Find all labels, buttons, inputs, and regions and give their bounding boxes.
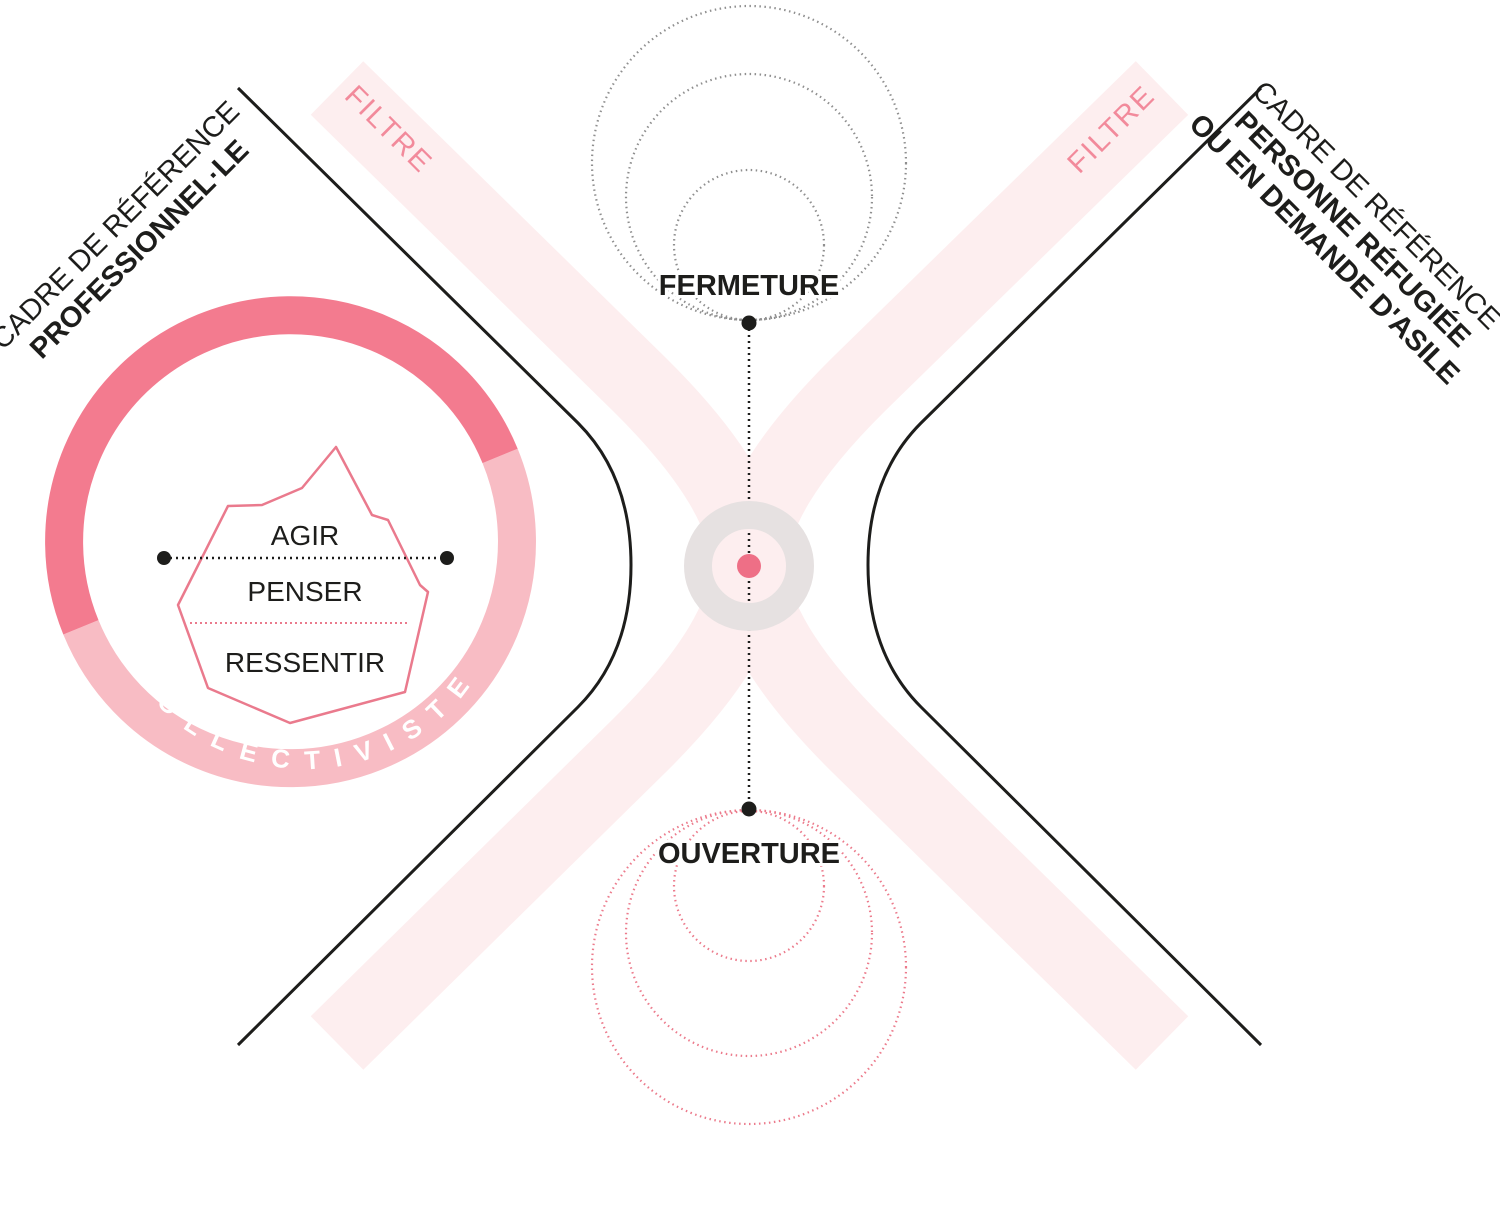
iceberg-level-think: PENSER bbox=[247, 576, 362, 607]
center-target-icon bbox=[684, 501, 814, 631]
opening-circle-small bbox=[672, 809, 826, 963]
iceberg-level-act: AGIR bbox=[271, 520, 339, 551]
center-dot bbox=[737, 554, 761, 578]
axis-label-closure: FERMETURE bbox=[659, 270, 839, 302]
iceberg: AGIR PENSER RESSENTIR bbox=[157, 445, 454, 725]
ring-segment-top bbox=[45, 296, 518, 635]
center-halo bbox=[684, 501, 814, 631]
opening-circles bbox=[590, 808, 908, 1126]
closure-circles bbox=[590, 4, 908, 322]
axis-end-top bbox=[741, 315, 757, 331]
axis-label-opening: OUVERTURE bbox=[658, 838, 840, 870]
iceberg-outline bbox=[176, 445, 430, 725]
closure-circle-large bbox=[590, 4, 908, 322]
right-frame-title-bold-1: PERSONNE RÉFUGIÉE bbox=[1228, 104, 1478, 354]
axis-end-bottom bbox=[741, 801, 757, 817]
water-line-end-left bbox=[157, 551, 171, 565]
opening-circle-large bbox=[590, 808, 908, 1126]
closure-circle-medium bbox=[624, 72, 874, 322]
ring-segment-bottom bbox=[63, 448, 536, 787]
right-frame-title: CADRE DE RÉFÉRENCE PERSONNE RÉFUGIÉE OU … bbox=[1183, 75, 1500, 391]
water-line-end-right bbox=[440, 551, 454, 565]
frame-line-right bbox=[866, 86, 1263, 1047]
opening-circle-medium bbox=[624, 808, 874, 1058]
closure-circle-small bbox=[672, 168, 826, 322]
iceberg-level-feel: RESSENTIR bbox=[225, 647, 385, 678]
frame-line-left bbox=[236, 86, 633, 1047]
